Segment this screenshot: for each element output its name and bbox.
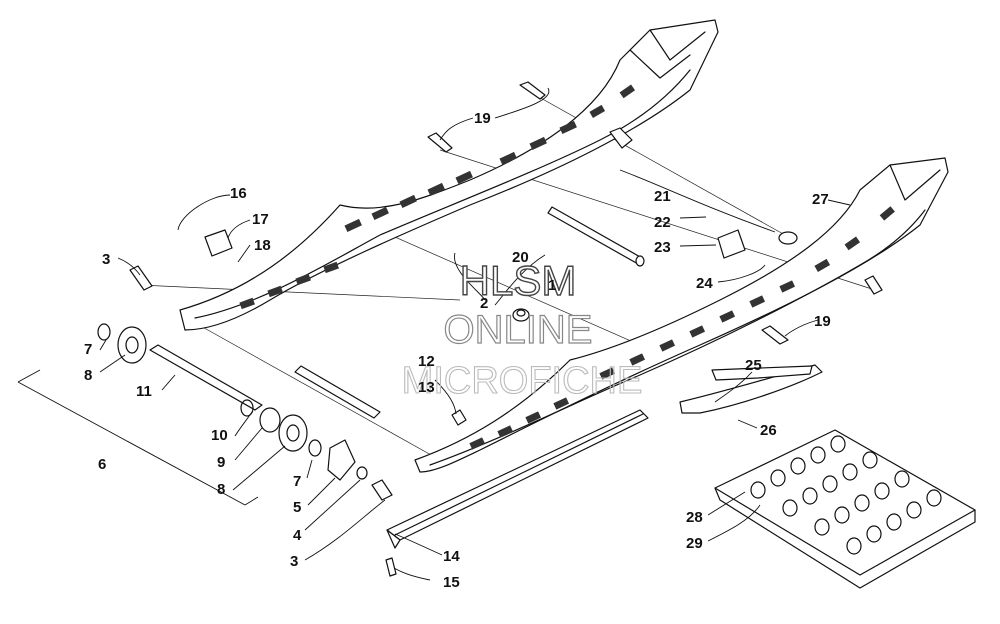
callout-17: 17 [252,211,269,228]
cross-shaft [547,206,645,267]
callout-14: 14 [443,548,460,565]
callout-20: 20 [512,249,529,266]
watermark-line2: ONLINE [444,308,593,352]
callout-29: 29 [686,535,703,552]
rear-axle [149,344,381,419]
callout-22: 22 [654,214,671,231]
callout-27: 27 [812,191,829,208]
callout-13: 13 [418,379,435,396]
callout-8: 8 [217,481,225,498]
clip [451,409,467,426]
bushings [609,127,798,245]
left-slide-rail [179,19,719,331]
callout-19: 19 [474,110,491,127]
callout-25: 25 [745,357,762,374]
track-section [714,429,976,589]
callout-24: 24 [696,275,713,292]
callout-23: 23 [654,239,671,256]
callout-28: 28 [686,509,703,526]
bolts [129,81,883,501]
right-slide-rail [414,157,949,473]
watermark-line3: MICROFICHE [402,360,643,402]
callout-21: 21 [654,188,671,205]
callout-11: 11 [136,383,152,400]
track-lugs [750,435,942,555]
callout-2: 2 [480,295,488,312]
callout-26: 26 [760,422,777,439]
callout-4: 4 [293,527,302,544]
blocks [204,229,746,259]
callout-7: 7 [293,473,301,490]
spacer [512,308,530,322]
right-rail-windows [469,206,895,450]
wear-strip [386,409,649,549]
callout-6: 6 [98,456,106,473]
watermark: HLSM ONLINE MICROFICHE [401,256,643,402]
callout-7: 7 [84,341,92,358]
callout-16: 16 [230,185,247,202]
callout-1: 1 [548,277,556,294]
callout-9: 9 [217,454,225,471]
assembly-bracket [17,369,259,506]
callout-12: 12 [418,353,435,370]
leader-lines [99,87,851,581]
callout-15: 15 [443,574,460,591]
callout-19: 19 [814,313,831,330]
callout-3: 3 [102,251,110,268]
callout-10: 10 [211,427,228,444]
callout-labels: 1 2 3 3 4 5 6 7 7 8 8 9 10 11 12 13 14 1… [84,110,831,591]
screw [385,557,397,577]
wheel-bearings [97,323,368,481]
callout-3: 3 [290,553,298,570]
callout-8: 8 [84,367,92,384]
watermark-line1: HLSM [460,257,577,304]
link-arm [679,364,823,414]
callout-18: 18 [254,237,271,254]
left-rail-windows [239,84,636,310]
callout-5: 5 [293,499,301,516]
